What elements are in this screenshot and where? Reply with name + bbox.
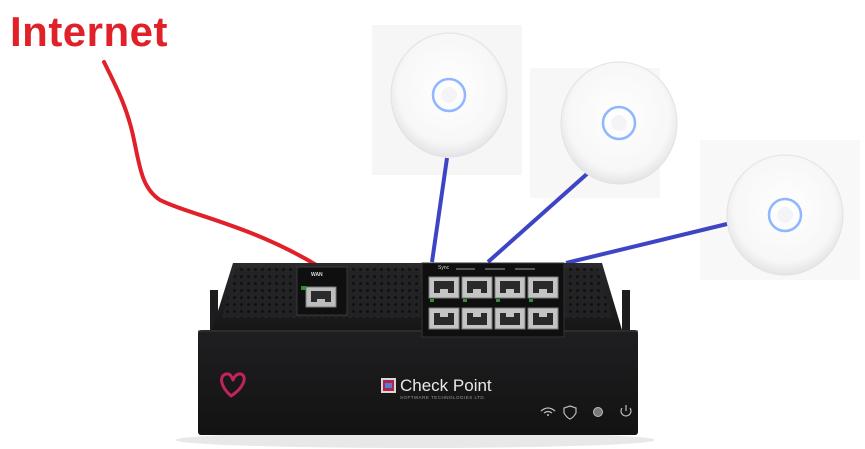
lan-port: [494, 276, 526, 299]
heart-logo-icon: [220, 372, 246, 398]
sync-label: Sync: [438, 265, 450, 271]
brand-name: Check Point: [400, 376, 492, 395]
lan-port: [428, 276, 460, 299]
security-appliance: [175, 262, 655, 448]
wifi-icon: [540, 407, 556, 414]
lan-port: [494, 307, 526, 330]
access-point-2: [560, 61, 678, 185]
lan-port: [527, 307, 559, 330]
ap-link-3: [565, 222, 728, 265]
globe-icon: [593, 407, 603, 417]
ap-status-ring: [767, 197, 803, 233]
power-icon: [620, 405, 632, 417]
internet-label: Internet: [10, 8, 169, 55]
lan-port: [527, 276, 559, 299]
brand-subtitle: SOFTWARE TECHNOLOGIES LTD.: [400, 395, 486, 400]
access-point-3: [726, 154, 844, 276]
lan-port: [428, 307, 460, 330]
internet-link: [102, 60, 320, 268]
ap-status-ring: [601, 105, 637, 141]
ap-status-ring: [431, 77, 467, 113]
lan-port: [461, 276, 493, 299]
access-point-1: [390, 32, 508, 158]
ap-link-2: [486, 171, 590, 264]
wan-label: WAN: [311, 272, 323, 278]
ap-link-1: [430, 157, 449, 263]
lan-port: [461, 307, 493, 330]
shield-icon: [563, 405, 577, 420]
